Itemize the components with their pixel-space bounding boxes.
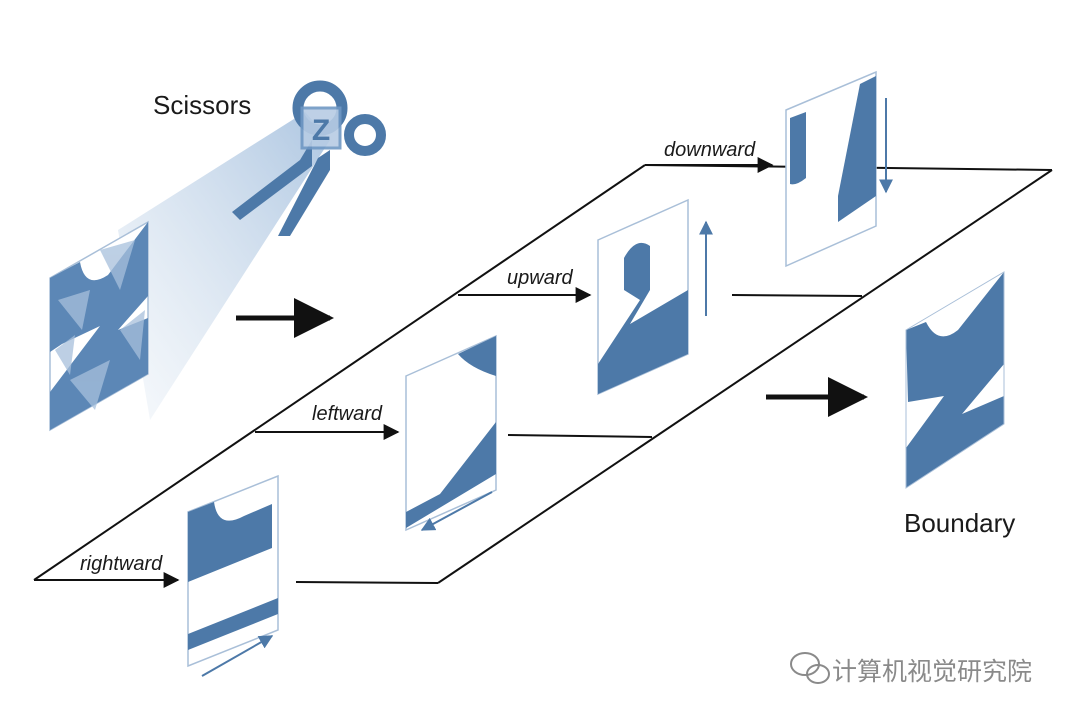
input-image xyxy=(49,220,149,432)
downward-label: downward xyxy=(664,139,756,161)
scissors-icon: Z xyxy=(232,80,386,236)
upward-panel xyxy=(597,198,713,396)
rightward-panel xyxy=(187,474,279,677)
scissor-beam xyxy=(118,112,330,420)
upward-label: upward xyxy=(507,267,573,289)
direction-arrows xyxy=(34,157,774,588)
boundary-image xyxy=(905,271,1005,489)
svg-text:Z: Z xyxy=(312,114,330,147)
downward-panel xyxy=(785,70,893,268)
process-arrows xyxy=(236,298,868,417)
leftward-panel xyxy=(405,334,497,532)
leftward-label: leftward xyxy=(312,403,383,425)
wechat-icon xyxy=(790,652,830,684)
rightward-label: rightward xyxy=(80,553,163,575)
watermark-text: 计算机视觉研究院 xyxy=(832,657,1032,686)
boundary-label: Boundary xyxy=(904,508,1015,538)
watermark: 计算机视觉研究院 xyxy=(790,652,1032,686)
scissors-label: Scissors xyxy=(153,90,251,120)
